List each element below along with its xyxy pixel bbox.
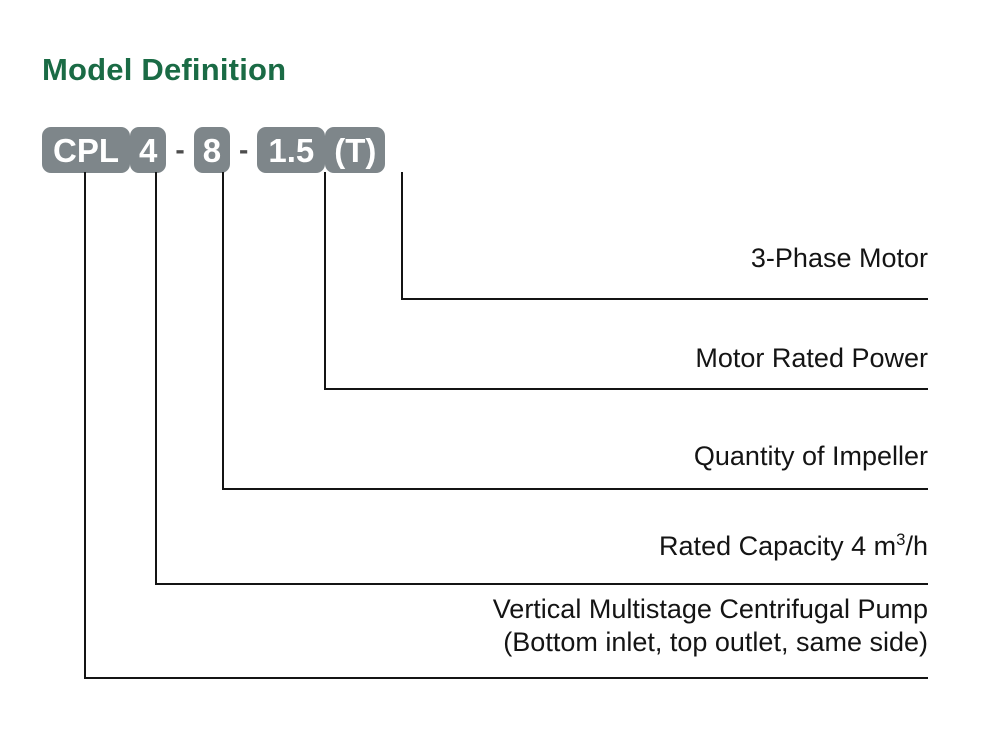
rated-capacity-text: Rated Capacity 4 m <box>659 531 897 561</box>
callout-label-pump-type: Vertical Multistage Centrifugal Pump (Bo… <box>493 593 928 659</box>
page-title: Model Definition <box>42 52 287 87</box>
code-dash-2: - <box>239 134 249 165</box>
leader-line-horizontal-motor-rated-power <box>324 388 928 390</box>
code-box-impeller-qty: 8 <box>193 127 231 173</box>
pump-type-line-2: (Bottom inlet, top outlet, same side) <box>503 626 928 657</box>
rated-capacity-exponent: 3 <box>896 530 906 549</box>
leader-line-vertical-motor-rated-power <box>324 172 326 390</box>
callout-label-quantity-of-impeller: Quantity of Impeller <box>693 441 928 471</box>
code-box-power: 1.5 <box>257 127 326 173</box>
callout-label-phase-motor: 3-Phase Motor <box>750 243 928 273</box>
code-box-series: CPL <box>42 127 130 173</box>
rated-capacity-unit: /h <box>905 531 928 561</box>
leader-line-vertical-quantity-of-impeller <box>222 172 224 490</box>
leader-line-horizontal-pump-type <box>84 677 928 679</box>
callout-label-rated-capacity: Rated Capacity 4 m3/h <box>659 531 928 563</box>
code-box-capacity: 4 <box>130 127 167 173</box>
pump-type-line-1: Vertical Multistage Centrifugal Pump <box>492 594 928 624</box>
leader-line-horizontal-rated-capacity <box>155 583 928 585</box>
leader-line-horizontal-quantity-of-impeller <box>222 488 928 490</box>
code-dash-1: - <box>175 134 185 165</box>
callout-label-motor-rated-power: Motor Rated Power <box>695 343 928 373</box>
leader-line-horizontal-phase-motor <box>401 298 928 300</box>
code-box-phase: (T) <box>325 127 386 173</box>
leader-line-vertical-phase-motor <box>401 172 403 300</box>
leader-line-vertical-rated-capacity <box>155 172 157 585</box>
model-code-row: CPL 4 - 8 - 1.5 (T) <box>42 126 386 174</box>
leader-line-vertical-pump-type <box>84 172 86 679</box>
